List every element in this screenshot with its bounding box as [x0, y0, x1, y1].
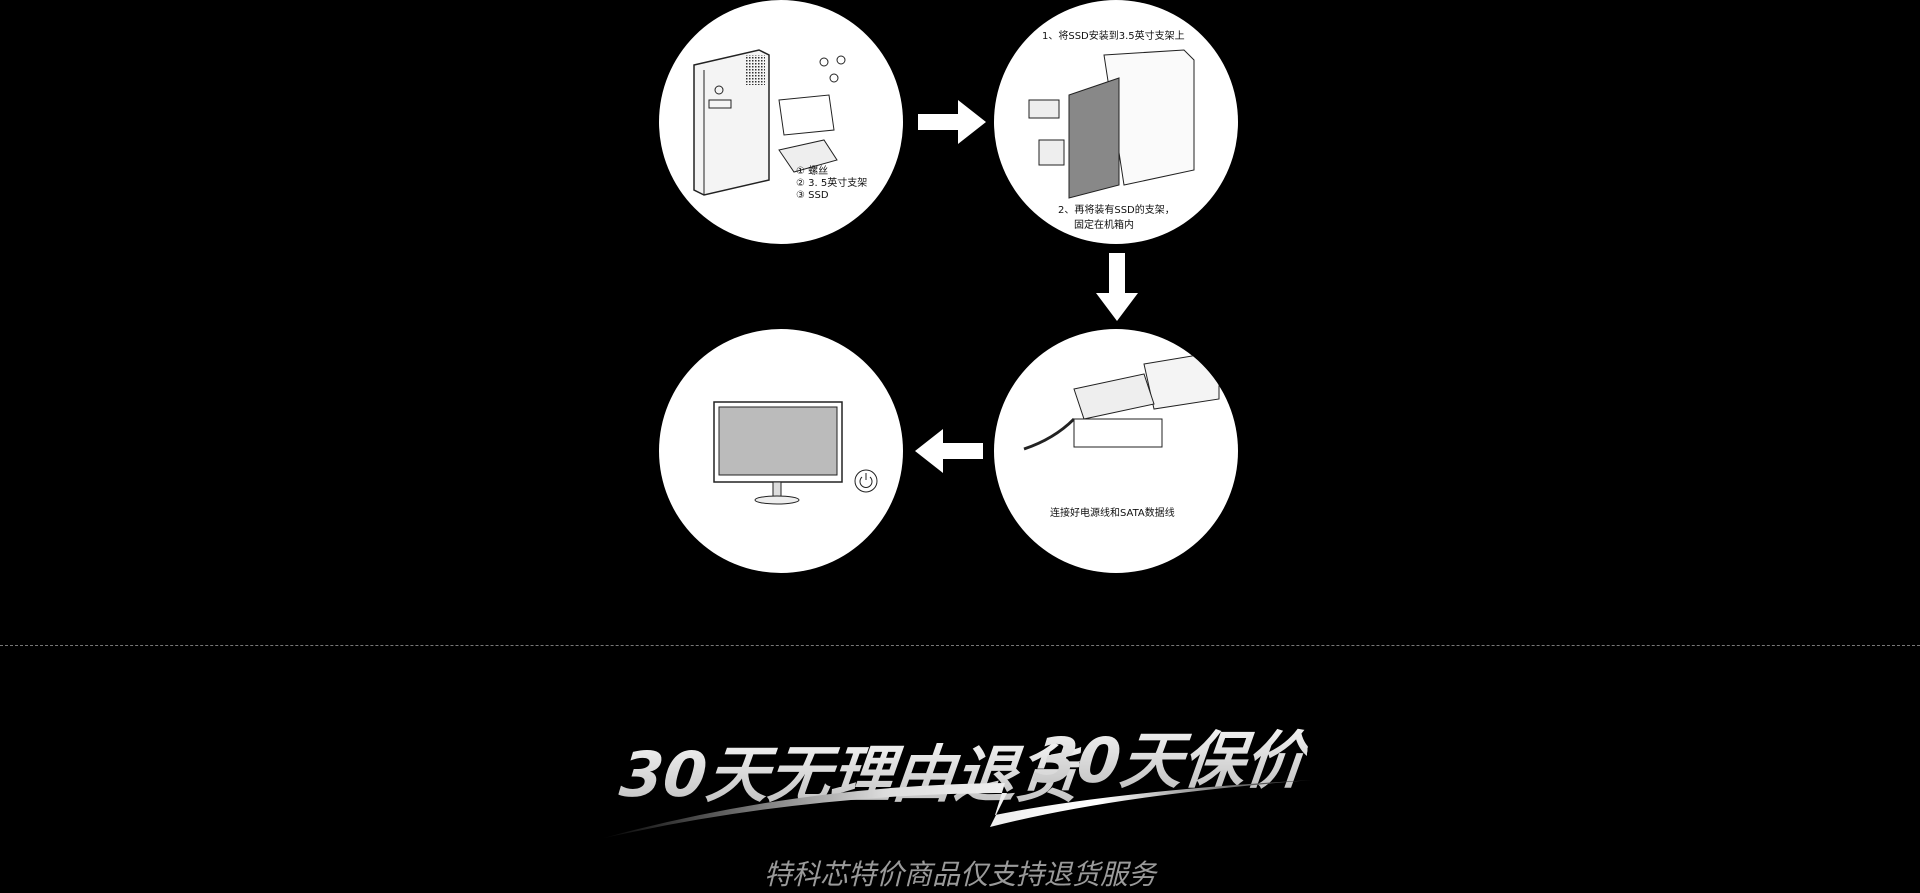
arrow-down-icon — [1096, 253, 1138, 321]
step-3-connect-cables: 连接好电源线和SATA数据线 — [994, 329, 1238, 573]
pc-case-illustration — [693, 49, 846, 196]
step-4-power-on — [659, 329, 903, 573]
legend-ssd: ③ SSD — [796, 190, 829, 201]
step-2-mount-bracket: 1、将SSD安装到3.5英寸支架上 2、再将装有SSD的支架， 固定在机箱内 — [994, 0, 1238, 244]
monitor-illustration — [713, 401, 878, 505]
power-button-icon — [854, 469, 878, 493]
step-2-label-1: 1、将SSD安装到3.5英寸支架上 — [1042, 31, 1185, 42]
arrow-right-icon — [918, 100, 986, 144]
divider — [0, 645, 1920, 646]
cable-illustration — [1023, 353, 1220, 451]
step-1-install-parts: ① 螺丝 ② 3. 5英寸支架 ③ SSD — [659, 0, 903, 244]
subtitle: 特科芯特价商品仅支持退货服务 — [763, 858, 1156, 891]
step-2-label-3: 固定在机箱内 — [1074, 220, 1134, 231]
case-open-illustration — [1028, 49, 1195, 199]
legend-screw: ① 螺丝 — [796, 166, 829, 177]
arrow-left-icon — [915, 429, 983, 473]
step-3-label: 连接好电源线和SATA数据线 — [1050, 508, 1175, 519]
legend-bracket: ② 3. 5英寸支架 — [796, 178, 868, 189]
swoosh-decoration — [600, 780, 1313, 839]
step-2-label-2: 2、再将装有SSD的支架， — [1058, 205, 1175, 216]
